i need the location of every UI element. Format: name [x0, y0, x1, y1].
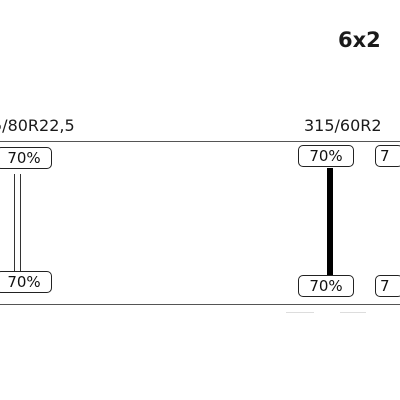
- front-bottom-tire-pressure-badge: 70%: [0, 271, 52, 293]
- rear-bottom-tire-pressure-badge: 70%: [298, 275, 354, 297]
- faint-mark: [286, 312, 314, 313]
- chassis-bottom-line: [0, 304, 400, 305]
- faint-mark: [340, 312, 366, 313]
- front-top-tire-pressure-badge: 70%: [0, 147, 52, 169]
- axle-configuration-label: 6x2: [338, 28, 381, 52]
- rear2-top-tire-pressure-badge: 7: [375, 145, 400, 167]
- front-axle: [14, 174, 21, 274]
- chassis-top-line: [0, 141, 400, 142]
- rear2-bottom-tire-pressure-badge: 7: [375, 275, 400, 297]
- rear-axle: [327, 168, 333, 278]
- rear-tire-size-label: 315/60R2: [304, 116, 382, 135]
- front-tire-size-label: 5/80R22,5: [0, 116, 75, 135]
- rear-top-tire-pressure-badge: 70%: [298, 145, 354, 167]
